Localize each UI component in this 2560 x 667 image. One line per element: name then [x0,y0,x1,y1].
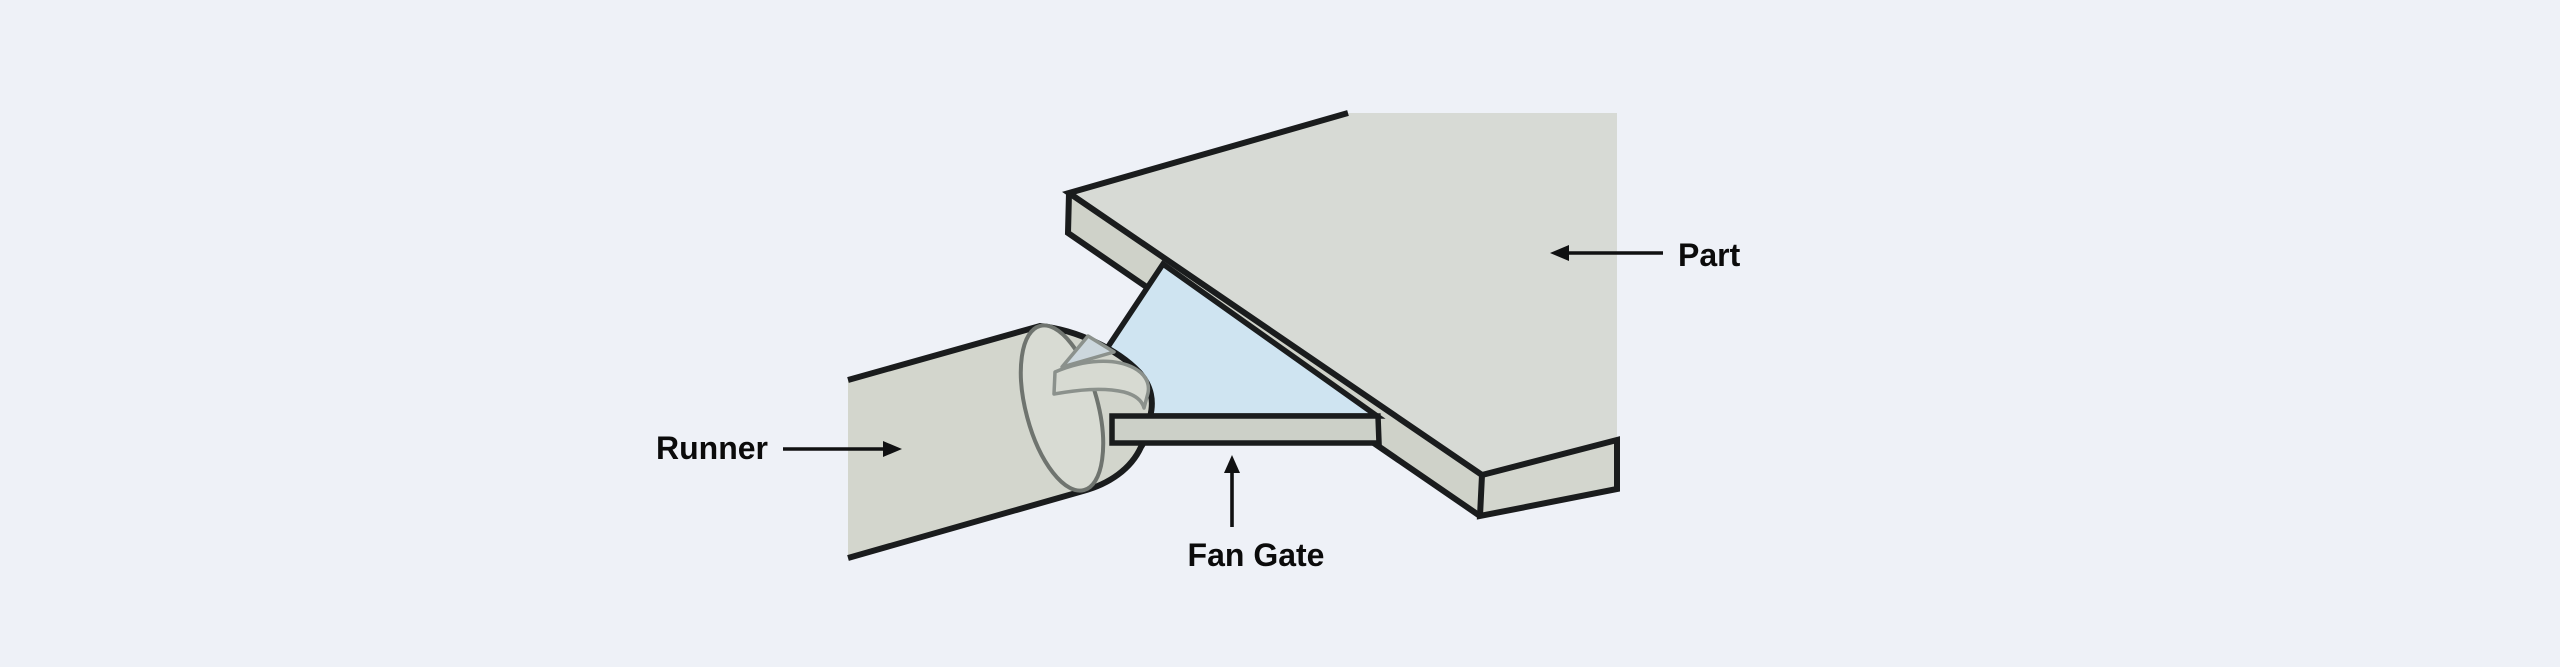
fan-gate-arrowhead-icon [1224,455,1240,473]
part-label: Part [1678,237,1741,273]
fan-gate-callout: Fan Gate [1188,455,1325,573]
flow-ribbon [1052,359,1151,410]
part-arrowhead-icon [1550,245,1569,261]
runner-label: Runner [656,430,768,466]
flow-arrowhead-icon [1060,334,1116,369]
fan-gate-label: Fan Gate [1188,537,1325,573]
gate-land-strip [1109,413,1382,446]
runner [847,322,1155,561]
runner-callout: Runner [656,430,902,466]
part-callout: Part [1550,237,1741,273]
part-end-face [1476,436,1620,520]
part-top-face [1069,113,1617,475]
runner-arrowhead-icon [883,441,902,457]
